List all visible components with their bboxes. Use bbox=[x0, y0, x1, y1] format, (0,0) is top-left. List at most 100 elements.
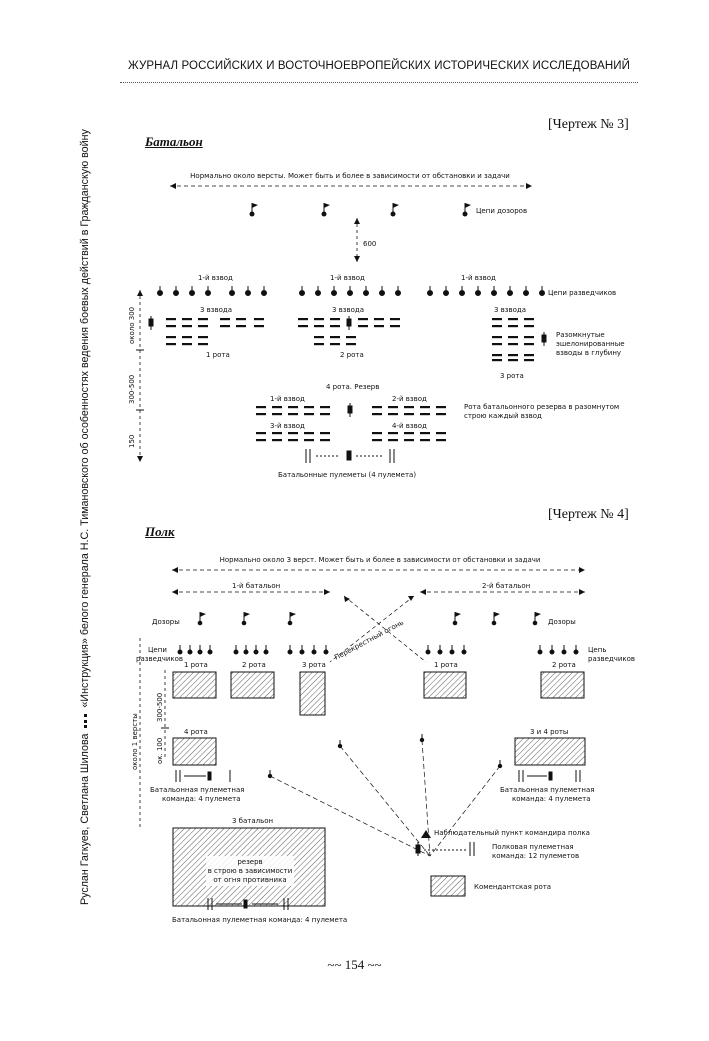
f3-company3-formation bbox=[492, 318, 534, 362]
f4-company1-right-box bbox=[423, 671, 467, 699]
f3-dist-300: около 300 bbox=[128, 307, 136, 344]
f3-company1-formation bbox=[166, 318, 264, 346]
f4-distance-note: Нормально около 3 верст. Может быть и бо… bbox=[220, 556, 541, 564]
f4-scouts-right-2: разведчиков bbox=[588, 655, 635, 663]
figure4-ref: [Чертеж № 4] bbox=[548, 507, 629, 522]
f4-company2-left-label: 2 рота bbox=[242, 661, 266, 669]
f3-company2-formation bbox=[298, 318, 400, 346]
f3-battalion-mg bbox=[305, 449, 395, 463]
f4-company2-left-box bbox=[230, 671, 275, 699]
f3-reserve-label-2: строю каждый взвод bbox=[464, 412, 542, 420]
f3-three-platoons-3: 3 взвода bbox=[494, 306, 526, 314]
f3-platoon1-a: 1-й взвод bbox=[198, 274, 233, 282]
f3-reserve-formation bbox=[256, 406, 446, 442]
f4-battalion3-label: 3 батальон bbox=[232, 817, 273, 825]
f3-platoon1-reserve: 1-й взвод bbox=[270, 395, 305, 403]
f3-scouts-label: Цепи разведчиков bbox=[548, 289, 616, 297]
f3-mg-label: Батальонные пулеметы (4 пулемета) bbox=[278, 471, 416, 479]
f3-platoon4-reserve: 4-й взвод bbox=[392, 422, 427, 430]
f3-platoon1-b: 1-й взвод bbox=[330, 274, 365, 282]
f3-reserve-mg bbox=[347, 403, 353, 417]
f4-battalion1-label: 1-й батальон bbox=[232, 582, 280, 590]
f4-battalion2-label: 2-й батальон bbox=[482, 582, 530, 590]
f3-distance-note: Нормально около версты. Может быть и бол… bbox=[190, 172, 510, 180]
f4-company1-left-label: 1 рота bbox=[184, 661, 208, 669]
f4-mg-team-right bbox=[518, 770, 581, 782]
page-tilde-right: ~~ bbox=[364, 957, 382, 972]
f3-reserve-label-1: Рота батальонного резерва в разомнутом bbox=[464, 403, 619, 411]
figure4-section-title: Полк bbox=[145, 524, 175, 539]
f4-company2-right-box bbox=[540, 671, 585, 699]
f3-company2-label: 2 рота bbox=[340, 351, 364, 359]
f4-patrols-left: Дозоры bbox=[152, 618, 180, 626]
f4-company2-right-label: 2 рота bbox=[552, 661, 576, 669]
f4-regiment-mg-1: Полковая пулеметная bbox=[492, 843, 574, 851]
f3-dist-300-500: 300-500 bbox=[128, 375, 136, 404]
f4-commandant-box bbox=[430, 875, 466, 897]
f4-scout-chain bbox=[177, 645, 579, 655]
f4-reserve-text-2: в строю в зависимости bbox=[208, 867, 293, 875]
f3-dist-150: 150 bbox=[128, 435, 136, 448]
f4-cross-fire: Перекрестный огонь bbox=[333, 619, 405, 662]
f4-company1-left-box bbox=[172, 671, 217, 699]
figure3-ref: [Чертеж № 3] bbox=[548, 117, 629, 132]
page-number: ~~ 154 ~~ bbox=[0, 957, 709, 973]
f4-observation-post-icon bbox=[421, 830, 431, 838]
f3-scout-chain bbox=[157, 286, 545, 296]
f4-dist-100: ок. 100 bbox=[156, 738, 164, 764]
f3-platoon2-reserve: 2-й взвод bbox=[392, 395, 427, 403]
f4-mg-team-bottom-label: Батальонная пулеметная команда: 4 пулеме… bbox=[172, 916, 347, 924]
f3-three-platoons-2: 3 взвода bbox=[332, 306, 364, 314]
f4-mg-team-left-2: команда: 4 пулемета bbox=[162, 795, 241, 803]
f4-companies-3-4-label: 3 и 4 роты bbox=[530, 728, 568, 736]
f4-company3-left-label: 3 рота bbox=[302, 661, 326, 669]
f3-company2-mg bbox=[346, 316, 352, 330]
f4-mg-team-right-1: Батальонная пулеметная bbox=[500, 786, 594, 794]
figure3-section-title: Батальон bbox=[145, 134, 203, 149]
f4-mg-team-right-2: команда: 4 пулемета bbox=[512, 795, 591, 803]
f4-patrol-flags bbox=[197, 612, 541, 626]
f4-regiment-mg bbox=[415, 842, 475, 856]
f4-commandant-label: Комендантская рота bbox=[474, 883, 551, 891]
f4-company3-left-box bbox=[299, 671, 326, 716]
f4-dist-300-500: 300-500 bbox=[156, 693, 164, 722]
f4-mg-team-bottom bbox=[207, 898, 289, 910]
f3-three-platoons-1: 3 взвода bbox=[200, 306, 232, 314]
header-divider bbox=[120, 82, 638, 83]
f4-companies-3-4-box bbox=[514, 737, 586, 766]
f4-reserve-text-3: от огня противника bbox=[213, 876, 286, 884]
f4-company4-label: 4 рота bbox=[184, 728, 208, 736]
f4-patrols-right: Дозоры bbox=[548, 618, 576, 626]
f4-company4-box bbox=[172, 737, 217, 766]
f3-dispersed-label-2: эшелонированные bbox=[556, 340, 625, 348]
f4-scouts-right-1: Цепь bbox=[588, 646, 606, 654]
page-number-value: 154 bbox=[344, 957, 365, 972]
f3-platoon1-c: 1-й взвод bbox=[461, 274, 496, 282]
f3-dispersed-label-1: Разомкнутые bbox=[556, 331, 605, 339]
f4-mg-team-left bbox=[175, 770, 231, 782]
f4-scouts-left-2: разведчиков bbox=[136, 655, 183, 663]
f4-scouts-left-1: Цепи bbox=[148, 646, 167, 654]
f3-patrol-flags bbox=[249, 203, 471, 217]
f3-reserve-title: 4 рота. Резерв bbox=[326, 383, 379, 391]
f4-reserve-text-1: резерв bbox=[237, 858, 262, 866]
journal-header: ЖУРНАЛ РОССИЙСКИХ И ВОСТОЧНОЕВРОПЕЙСКИХ … bbox=[127, 60, 631, 72]
f3-company1-mg bbox=[148, 316, 154, 330]
f4-observation-post-label: Наблюдательный пункт командира полка bbox=[434, 829, 590, 837]
f4-about-1-verst: около 1 версты bbox=[131, 713, 139, 770]
page-tilde-left: ~~ bbox=[327, 957, 345, 972]
f3-company1-label: 1 рота bbox=[206, 351, 230, 359]
f3-patrols-label: Цепи дозоров bbox=[476, 207, 527, 215]
f4-company1-right-label: 1 рота bbox=[434, 661, 458, 669]
f3-dist-600: 600 bbox=[363, 240, 376, 248]
f4-mg-team-left-1: Батальонная пулеметная bbox=[150, 786, 244, 794]
f3-dispersed-label-3: взводы в глубину bbox=[556, 349, 621, 357]
f4-regiment-mg-2: команда: 12 пулеметов bbox=[492, 852, 579, 860]
f3-company3-mg bbox=[541, 332, 547, 346]
f4-observer-dots bbox=[267, 734, 503, 779]
f3-company3-label: 3 рота bbox=[500, 372, 524, 380]
f3-platoon3-reserve: 3-й взвод bbox=[270, 422, 305, 430]
